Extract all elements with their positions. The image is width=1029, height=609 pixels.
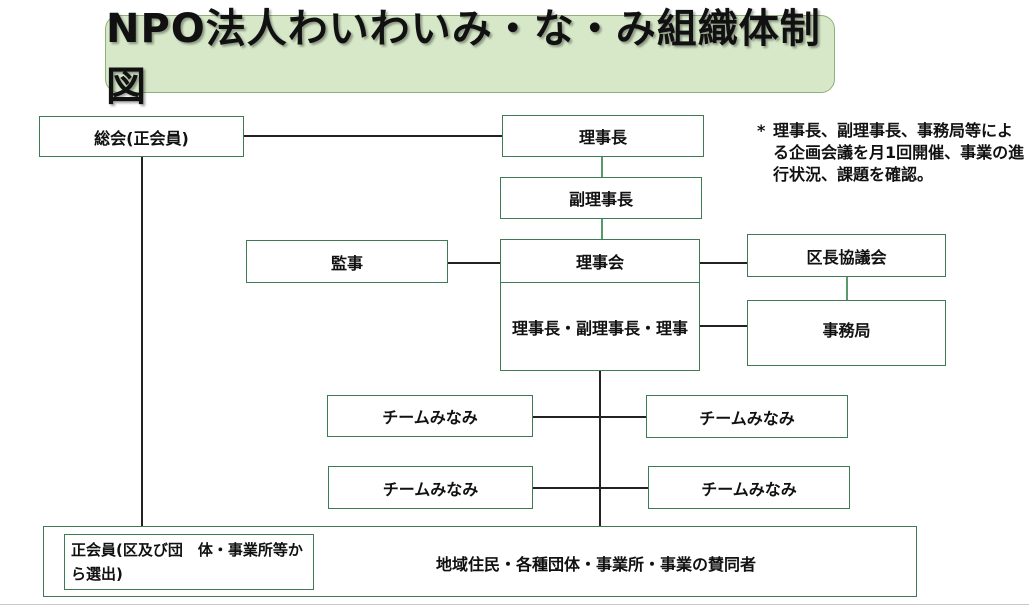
supporters-label: 地域住民・各種団体・事業所・事業の賛同者 xyxy=(436,555,757,574)
general-assembly-box: 総会(正会員) xyxy=(39,116,244,157)
connector-chairman-vice xyxy=(601,157,603,177)
connector-board-secretariat xyxy=(700,325,747,327)
board-box: 理事会 xyxy=(500,239,700,283)
secretariat-box: 事務局 xyxy=(747,300,946,366)
note-marker: * xyxy=(757,121,766,140)
team-box: チームみなみ xyxy=(327,395,533,437)
connector-team-row-1 xyxy=(533,416,646,418)
connector-assembly-down xyxy=(141,157,143,534)
connector-council-secretariat xyxy=(846,277,848,300)
connector-team-row-2 xyxy=(533,487,648,489)
connector-vice-board xyxy=(601,219,603,239)
regular-members-box: 正会員(区及び団 体・事業所等から選出) xyxy=(64,534,314,590)
diagram-title: NPO法人わいわいみ・な・み組織体制図 xyxy=(105,6,835,110)
connector-board-council xyxy=(700,262,747,264)
board-members-box: 理事長・副理事長・理事 xyxy=(500,283,700,371)
connector-assembly-chairman xyxy=(244,135,502,137)
team-box: チームみなみ xyxy=(646,395,848,438)
ward-council-box: 区長協議会 xyxy=(747,234,946,277)
auditor-box: 監事 xyxy=(246,240,448,283)
connector-auditor-board xyxy=(448,262,500,264)
note-text: 理事長、副理事長、事務局等による企画会議を月1回開催、事業の進行状況、課題を確認… xyxy=(773,121,1025,184)
planning-meeting-note: * 理事長、副理事長、事務局等による企画会議を月1回開催、事業の進行状況、課題を… xyxy=(757,120,1027,186)
page-bottom-divider xyxy=(0,604,1029,605)
vice-chairman-box: 副理事長 xyxy=(500,177,702,219)
connector-board-down xyxy=(599,371,601,526)
team-box: チームみなみ xyxy=(648,466,850,509)
chairman-box: 理事長 xyxy=(502,115,704,157)
team-box: チームみなみ xyxy=(328,466,533,509)
